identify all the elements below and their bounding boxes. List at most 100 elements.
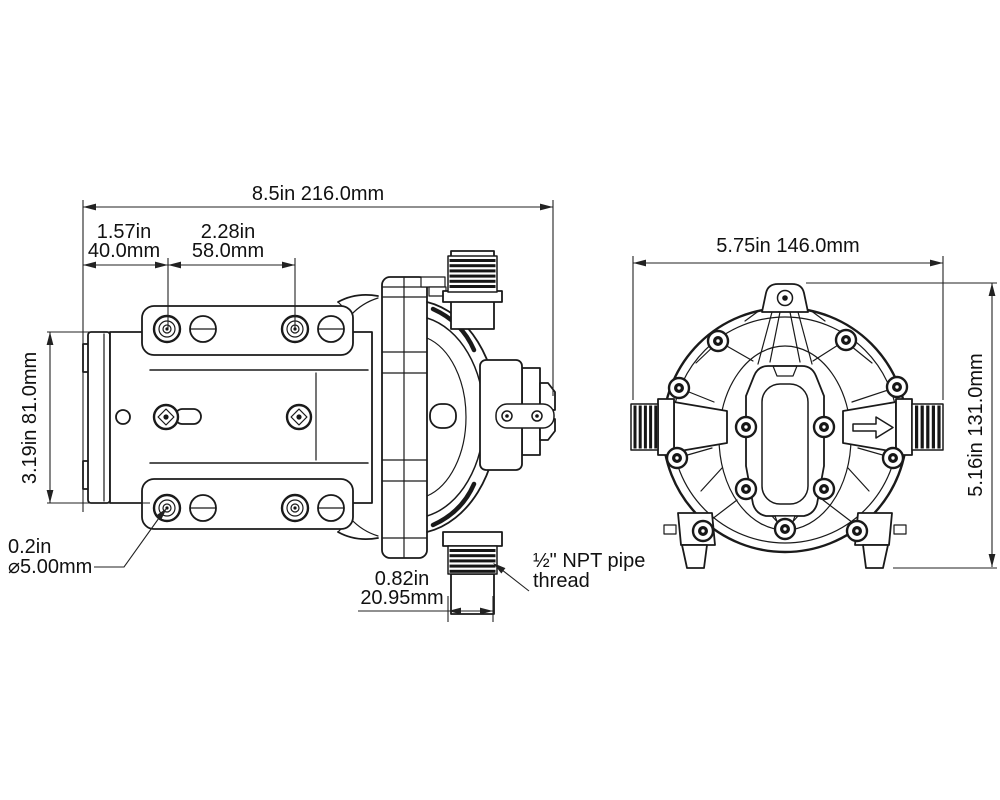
rib: [700, 467, 723, 492]
screw-head-slotted: [189, 315, 217, 343]
thread-stripe: [649, 405, 653, 449]
top-port-tube: [450, 300, 495, 330]
thread-stripe: [638, 405, 642, 449]
switch-screw: [531, 410, 543, 422]
thread-stripe: [920, 405, 924, 449]
housing-cover: [761, 383, 809, 505]
left-port-funnel: [673, 401, 728, 453]
bottom-port: [442, 531, 503, 615]
thread-stripe: [926, 405, 930, 449]
face-screw: [845, 519, 869, 543]
thread-stripe: [449, 569, 496, 573]
foot-right-pad: [862, 544, 889, 569]
front-view: [630, 283, 944, 569]
foot-tab-right: [893, 524, 907, 535]
right-port-front: [842, 398, 944, 456]
thread-stripe: [449, 559, 496, 563]
dim-hole-spacing-mm-label: 58.0mm: [192, 240, 264, 262]
rib: [797, 311, 813, 365]
screw-head-slotted: [317, 494, 345, 522]
thread-stripe: [449, 285, 496, 288]
housing-screw: [812, 477, 836, 501]
switch-screw-plate: [495, 403, 555, 429]
thread-stripe: [449, 564, 496, 568]
switch-screw: [501, 410, 513, 422]
npt-note-line2: thread: [533, 570, 590, 592]
leader-mount-hole: [94, 510, 165, 568]
motor-body: [109, 331, 373, 504]
arrowhead: [46, 332, 54, 345]
arrowhead: [930, 259, 943, 267]
foot-left-pad: [681, 544, 708, 569]
thread-stripe: [449, 264, 496, 268]
switch-screw-dot: [505, 414, 509, 418]
rib: [847, 467, 870, 492]
mount-hole: [280, 493, 310, 523]
dim-overall-width-label: 8.5in 216.0mm: [252, 183, 384, 205]
face-screw: [667, 376, 691, 400]
top-mount-lug: [744, 283, 826, 322]
motor-screw: [285, 403, 313, 431]
pump-head-side: [381, 250, 556, 615]
face-screw: [881, 446, 905, 470]
motor-endcap: [87, 331, 111, 504]
thread-stripe: [654, 405, 658, 449]
dim-motor-height-label: 3.19in 81.0mm: [19, 352, 41, 484]
npt-note-line1: ½" NPT pipe: [533, 550, 645, 572]
motor-vent-hole: [115, 409, 131, 425]
thread-stripe: [449, 259, 496, 262]
face-screw: [691, 519, 715, 543]
right-port-collar: [895, 398, 913, 456]
top-port: [442, 250, 503, 330]
motor-assembly: [82, 293, 379, 541]
bottom-port-step: [442, 531, 503, 547]
diaphragm-dome-inner: [426, 337, 467, 497]
thread-stripe: [449, 554, 496, 558]
dim-front-height-label: 5.16in 131.0mm: [965, 353, 987, 496]
arrowhead: [282, 261, 295, 269]
face-screw: [885, 375, 909, 399]
rib: [789, 311, 801, 363]
arrowhead: [83, 203, 96, 211]
foot-tab-left: [663, 524, 677, 535]
bracket-arm-top: [337, 293, 379, 303]
lug-gusset: [809, 309, 826, 322]
dim-hole-offset-in-label: 1.57in: [97, 221, 152, 243]
arrowhead: [988, 554, 996, 567]
dim-hole-offset-mm-label: 40.0mm: [88, 240, 160, 262]
arrowhead: [83, 261, 96, 269]
dome-rib-bottom: [430, 481, 477, 528]
housing-screw: [734, 477, 758, 501]
rib: [757, 311, 773, 365]
housing-outline: [745, 365, 825, 517]
thread-stripe: [449, 279, 496, 283]
thread-stripe: [449, 269, 496, 273]
motor-screw: [152, 403, 180, 431]
dim-mount-hole-dia-mm-label: ⌀5.00mm: [8, 556, 92, 578]
rib: [769, 311, 781, 363]
arrowhead: [988, 283, 996, 296]
face-screw: [665, 446, 689, 470]
face-screw: [834, 328, 858, 352]
thread-stripe: [931, 405, 935, 449]
thread-stripe: [937, 405, 941, 449]
mount-hole: [152, 314, 182, 344]
switch-screw-dot: [535, 414, 539, 418]
arrowhead: [540, 203, 553, 211]
lug-hole: [776, 289, 794, 307]
screw-head-slotted: [317, 315, 345, 343]
housing-screw: [812, 415, 836, 439]
lug-gusset: [744, 309, 761, 322]
dim-mount-hole-dia-in-label: 0.2in: [8, 536, 51, 558]
thread-stripe: [449, 274, 496, 278]
thread-stripe: [915, 405, 919, 449]
thread-stripe: [633, 405, 637, 449]
front-view-dimensions: 5.75in 146.0mm 5.16in 131.0mm: [632, 235, 997, 569]
port-bracket-step1: [420, 276, 446, 288]
flow-direction-arrow: [852, 416, 894, 439]
thread-stripe: [449, 549, 496, 552]
pressure-switch-housing: [479, 359, 556, 471]
left-port-collar: [657, 398, 675, 456]
